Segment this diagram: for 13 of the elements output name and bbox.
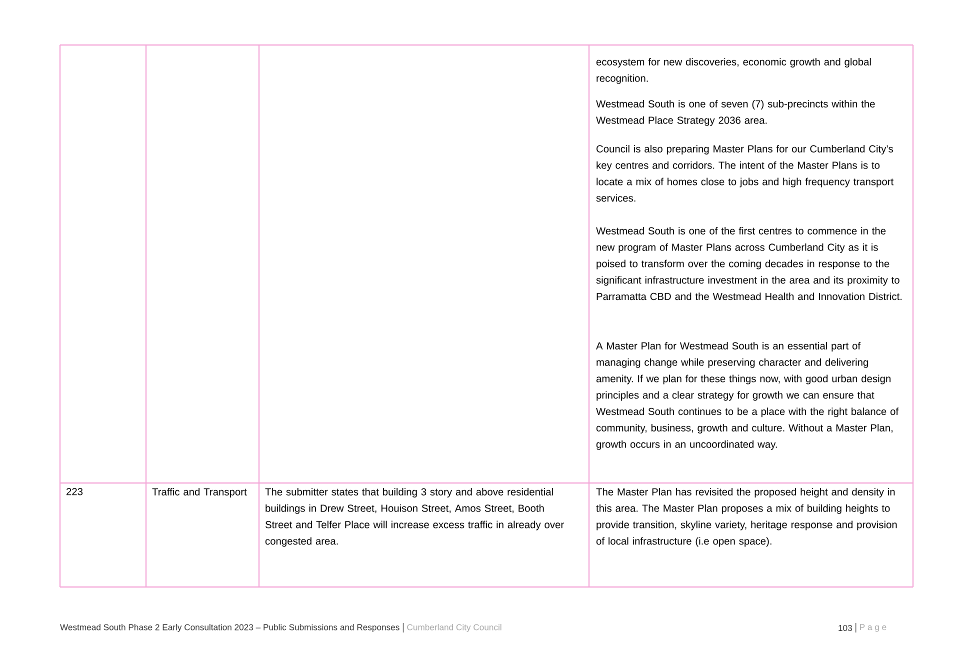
row-number: 223 xyxy=(66,488,83,496)
paragraph: Westmead South is one of the first centres to commence in the new program of Master Plans across Cumberland City as it is poised to transform over the coming decades in response to the significant infrastructure investment in the area and its proximity to Parramatta CBD and the Westmead Health and Innovation District. xyxy=(596,227,902,300)
category-text: Traffic and Transport xyxy=(152,488,247,498)
paragraph: A Master Plan for Westmead South is an essential part of managing change while preserving character and delivering amenity. If we plan for these things now, with good urban design principles and a clear strategy for growth we can ensure that Westmead South continues to be a place with the right balance of community, business, growth and culture. Without a Master Plan, growth occurs in an uncoordinated way. xyxy=(596,342,899,450)
paragraph: Westmead South is one of seven (7) sub-precincts within the Westmead Place Strategy 2036 area. xyxy=(596,100,875,126)
paragraph: Council is also preparing Master Plans for our Cumberland City’s key centres and corridors. The intent of the Master Plans is to locate a mix of homes close to jobs and high frequency transport services. xyxy=(596,145,894,202)
footer-title: Westmead South Phase 2 Early Consultation 2023 – Public Submissions and Responses xyxy=(60,624,400,632)
paragraph: The submitter states that building 3 story and above residential buildings in Drew Street, Houison Street, Amos Street, Booth Street and Telfer Place will increase excess traffic in already over congested area. xyxy=(265,488,564,547)
paragraph: The Master Plan has revisited the proposed height and density in this area. The Master Plan proposes a mix of building heights to provide transition, skyline variety, heritage response and provision of local infrastructure (i.e open space). xyxy=(596,488,897,547)
page-number: 103 xyxy=(838,624,852,632)
page-label: P a g e xyxy=(860,624,886,632)
footer-organisation: Cumberland City Council xyxy=(407,624,502,632)
paragraph: ecosystem for new discoveries, economic growth and global recognition. xyxy=(596,58,871,84)
